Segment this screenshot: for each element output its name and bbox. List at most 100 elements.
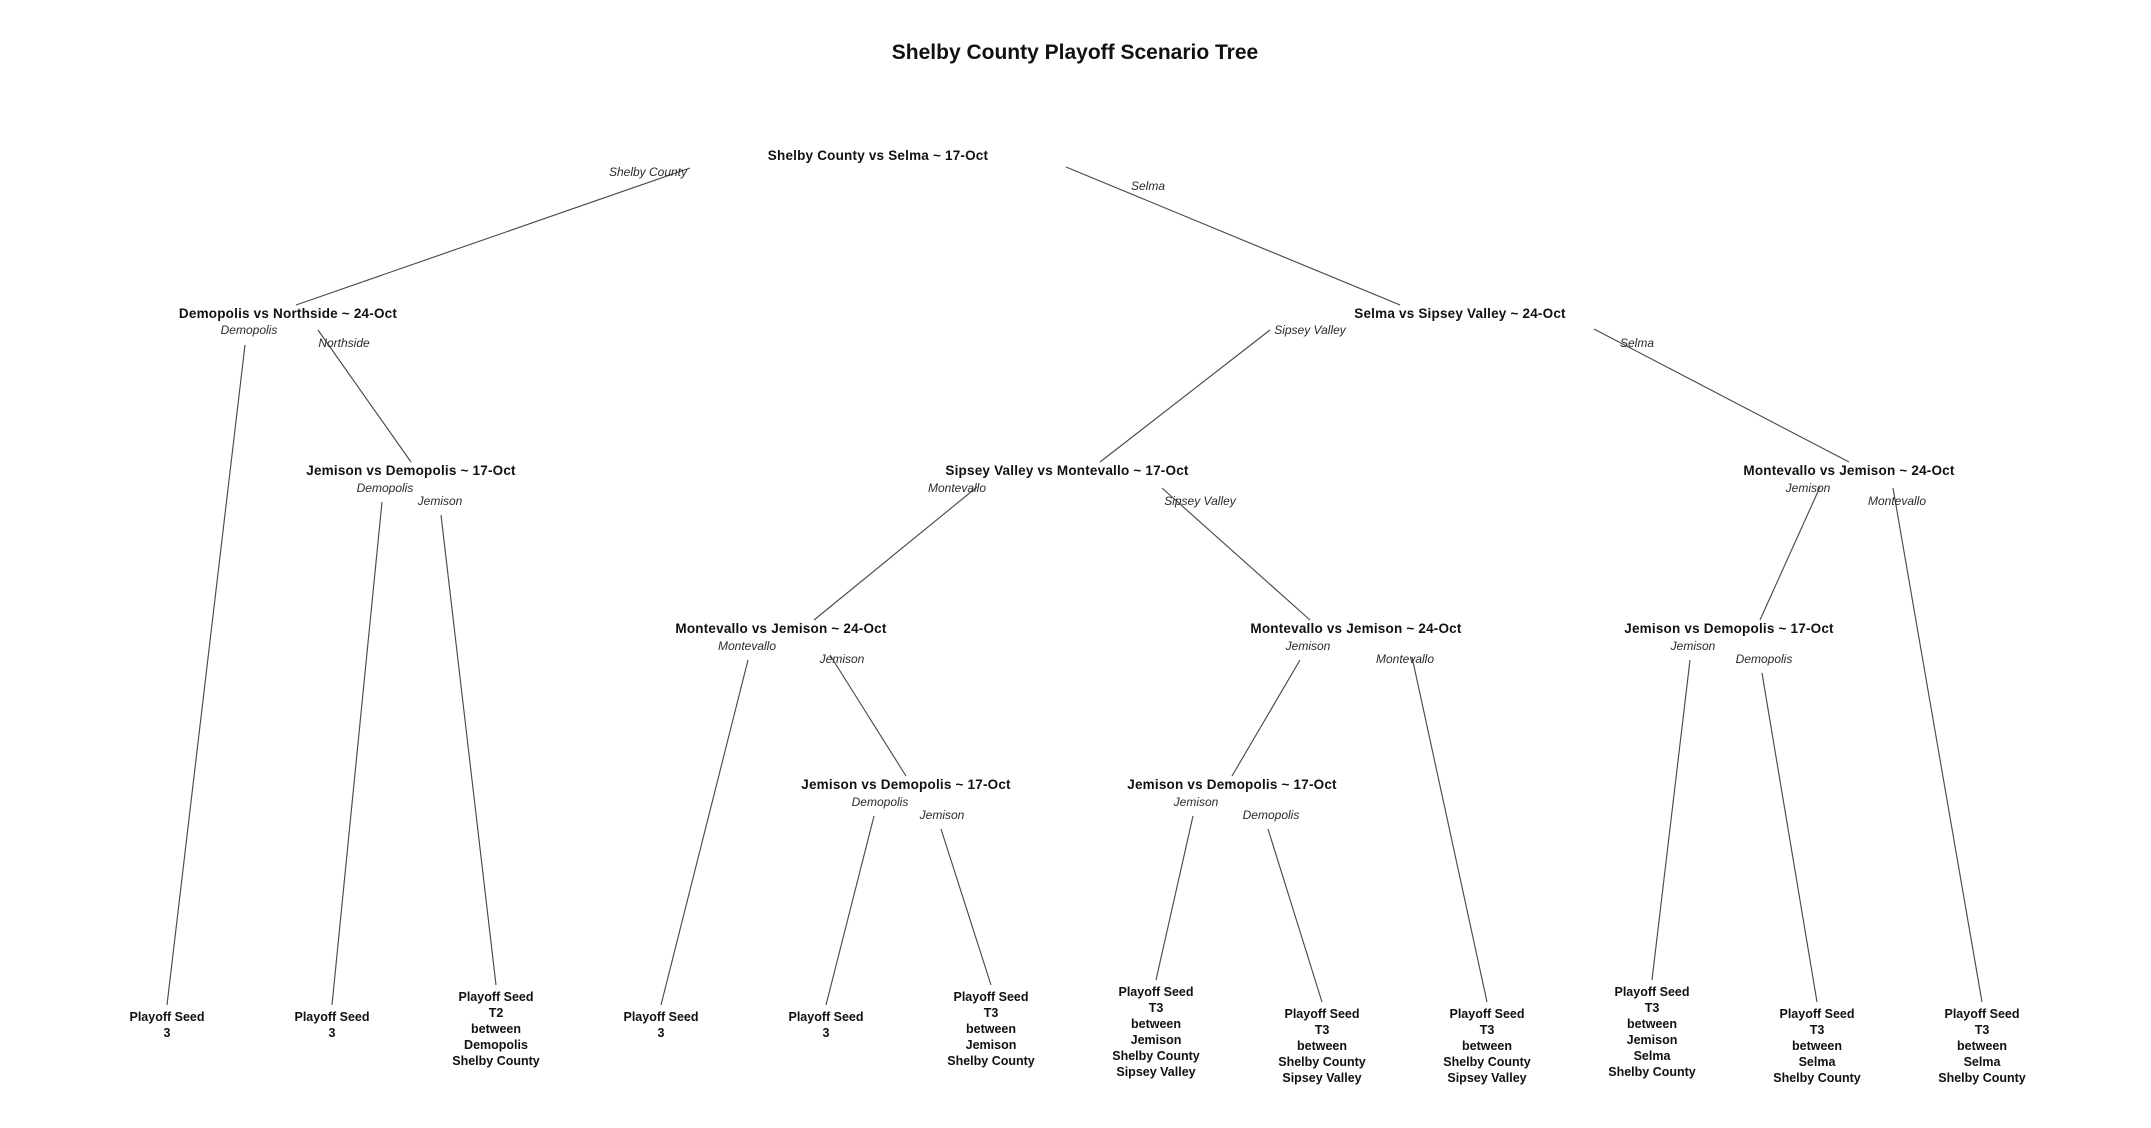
outcome-line: Playoff Seed bbox=[1614, 985, 1689, 999]
edge-label: Montevallo bbox=[1868, 494, 1926, 508]
tree-edge bbox=[660, 659, 749, 1006]
outcome-line: Selma bbox=[1634, 1049, 1672, 1063]
tree-edge bbox=[1099, 329, 1271, 463]
outcome-line: Sipsey Valley bbox=[1116, 1065, 1195, 1079]
edge-label: Shelby County bbox=[609, 165, 688, 179]
outcome-line: Sipsey Valley bbox=[1282, 1071, 1361, 1085]
edge-label: Demopolis bbox=[221, 323, 278, 337]
outcome-line: Selma bbox=[1799, 1055, 1837, 1069]
tree-edge bbox=[1759, 486, 1821, 621]
edge-label: Montevallo bbox=[1376, 652, 1434, 666]
outcome-line: between bbox=[1297, 1039, 1347, 1053]
outcome-line: between bbox=[966, 1022, 1016, 1036]
playoff-seed-outcome[interactable]: Playoff Seed 3 bbox=[788, 1010, 863, 1040]
outcome-line: 3 bbox=[823, 1026, 830, 1040]
match-node[interactable]: Demopolis vs Northside ~ 24-Oct bbox=[179, 306, 397, 321]
outcome-line: Playoff Seed bbox=[1118, 985, 1193, 999]
match-node[interactable]: Montevallo vs Jemison ~ 24-Oct bbox=[1743, 463, 1955, 478]
edge-label: Jemison bbox=[1670, 639, 1716, 653]
outcome-line: Jemison bbox=[1131, 1033, 1182, 1047]
outcome-line: Shelby County bbox=[1443, 1055, 1531, 1069]
tree-edge bbox=[829, 654, 907, 777]
match-node[interactable]: Jemison vs Demopolis ~ 17-Oct bbox=[1127, 777, 1337, 792]
edge-label: Selma bbox=[1620, 336, 1654, 350]
match-node[interactable]: Jemison vs Demopolis ~ 17-Oct bbox=[801, 777, 1011, 792]
tree-edge bbox=[1161, 487, 1311, 621]
match-node[interactable]: Montevallo vs Jemison ~ 24-Oct bbox=[675, 621, 887, 636]
tree-edge bbox=[1892, 487, 1983, 1003]
tree-edge bbox=[813, 486, 978, 621]
outcome-line: Playoff Seed bbox=[788, 1010, 863, 1024]
edge-label: Demopolis bbox=[1736, 652, 1793, 666]
outcome-line: between bbox=[1462, 1039, 1512, 1053]
edge-label: Demopolis bbox=[852, 795, 909, 809]
tree-edge bbox=[1267, 828, 1323, 1003]
edge-label-layer: Shelby CountySelmaDemopolisNorthsideDemo… bbox=[221, 165, 1927, 822]
tree-edge bbox=[1411, 656, 1488, 1003]
outcome-line: Playoff Seed bbox=[953, 990, 1028, 1004]
outcome-line: between bbox=[1792, 1039, 1842, 1053]
edge-label: Montevallo bbox=[718, 639, 776, 653]
outcome-line: T3 bbox=[1810, 1023, 1825, 1037]
tree-edge bbox=[1155, 815, 1194, 981]
outcome-line: Shelby County bbox=[1773, 1071, 1861, 1085]
match-node[interactable]: Selma vs Sipsey Valley ~ 24-Oct bbox=[1354, 306, 1566, 321]
tree-edge bbox=[825, 815, 875, 1006]
outcome-line: Playoff Seed bbox=[294, 1010, 369, 1024]
match-node[interactable]: Shelby County vs Selma ~ 17-Oct bbox=[768, 148, 989, 163]
edge-label: Sipsey Valley bbox=[1164, 494, 1237, 508]
tree-edge bbox=[440, 514, 497, 986]
outcome-line: Jemison bbox=[966, 1038, 1017, 1052]
edge-label: Montevallo bbox=[928, 481, 986, 495]
outcome-line: 3 bbox=[164, 1026, 171, 1040]
match-node[interactable]: Sipsey Valley vs Montevallo ~ 17-Oct bbox=[945, 463, 1188, 478]
match-node-layer: Shelby County vs Selma ~ 17-OctDemopolis… bbox=[179, 148, 1955, 792]
outcome-line: T3 bbox=[1149, 1001, 1164, 1015]
playoff-seed-outcome[interactable]: Playoff Seed 3 bbox=[294, 1010, 369, 1040]
tree-edge bbox=[940, 828, 992, 986]
edge-label: Selma bbox=[1131, 179, 1165, 193]
tree-edge bbox=[295, 167, 691, 306]
tree-edge bbox=[166, 344, 246, 1006]
outcome-line: Shelby County bbox=[1938, 1071, 2026, 1085]
match-node[interactable]: Jemison vs Demopolis ~ 17-Oct bbox=[1624, 621, 1834, 636]
outcome-line: between bbox=[1957, 1039, 2007, 1053]
outcome-line: Playoff Seed bbox=[1449, 1007, 1524, 1021]
edge-label: Sipsey Valley bbox=[1274, 323, 1347, 337]
outcome-line: Selma bbox=[1964, 1055, 2002, 1069]
outcome-line: 3 bbox=[329, 1026, 336, 1040]
outcome-line: T3 bbox=[1480, 1023, 1495, 1037]
outcome-line: Shelby County bbox=[1278, 1055, 1366, 1069]
tree-edge bbox=[317, 329, 412, 463]
match-node[interactable]: Jemison vs Demopolis ~ 17-Oct bbox=[306, 463, 516, 478]
outcome-line: T2 bbox=[489, 1006, 504, 1020]
outcome-line: Playoff Seed bbox=[1944, 1007, 2019, 1021]
outcome-line: between bbox=[1627, 1017, 1677, 1031]
match-node[interactable]: Montevallo vs Jemison ~ 24-Oct bbox=[1250, 621, 1462, 636]
tree-edge bbox=[1651, 659, 1691, 981]
outcome-line: Playoff Seed bbox=[1284, 1007, 1359, 1021]
tree-edge bbox=[1065, 166, 1401, 306]
edge-layer bbox=[166, 166, 1983, 1006]
edge-label: Demopolis bbox=[357, 481, 414, 495]
outcome-line: Playoff Seed bbox=[1779, 1007, 1854, 1021]
edge-label: Jemison bbox=[919, 808, 965, 822]
edge-label: Demopolis bbox=[1243, 808, 1300, 822]
outcome-line: Shelby County bbox=[452, 1054, 540, 1068]
page-title: Shelby County Playoff Scenario Tree bbox=[892, 41, 1258, 64]
outcome-line: between bbox=[1131, 1017, 1181, 1031]
outcome-line: Shelby County bbox=[1112, 1049, 1200, 1063]
outcome-line: Shelby County bbox=[1608, 1065, 1696, 1079]
